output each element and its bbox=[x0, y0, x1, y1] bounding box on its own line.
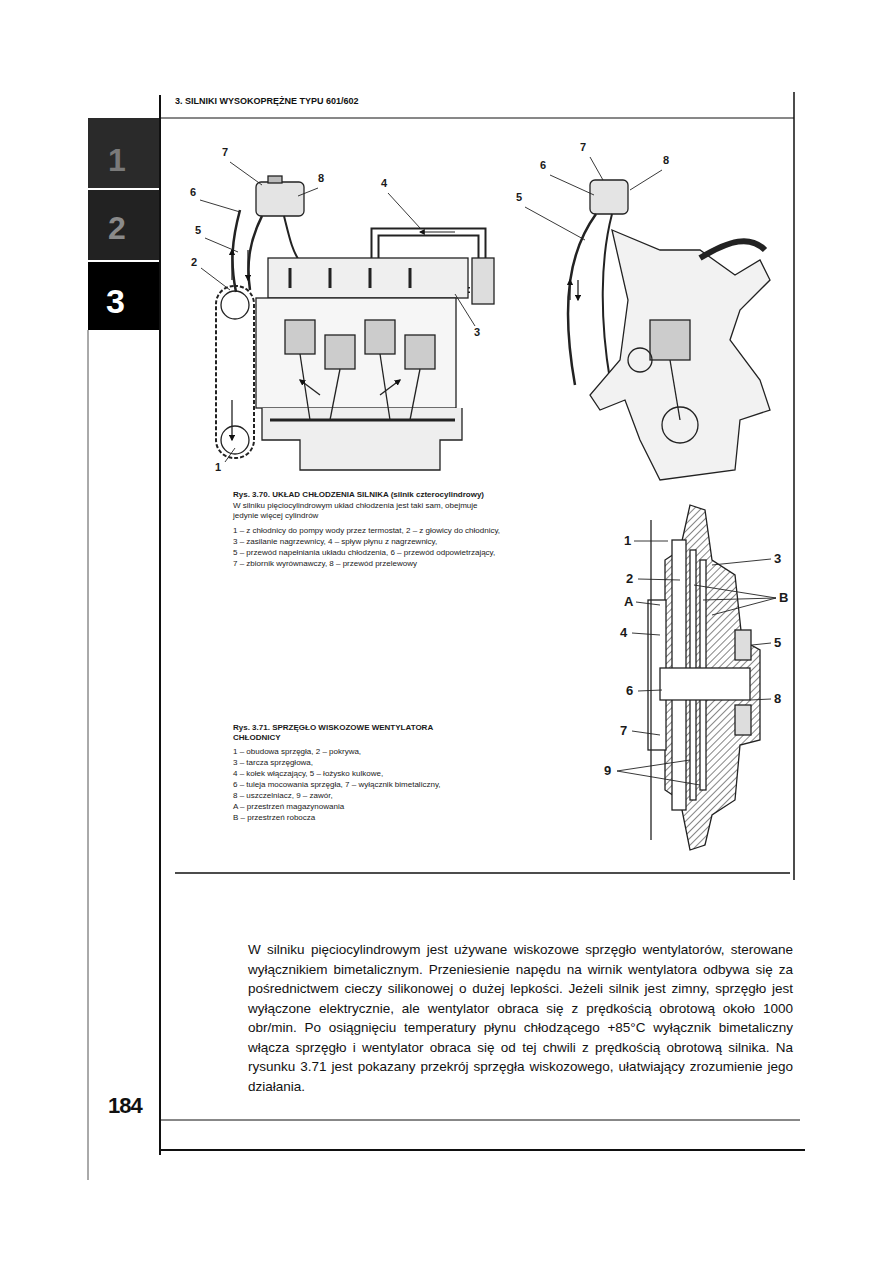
callout-number: 9 bbox=[604, 763, 611, 779]
figure-caption: 6 – tuleja mocowania sprzęgła, 7 – wyłąc… bbox=[233, 780, 441, 790]
leader-lines bbox=[617, 541, 776, 785]
callout-number: 3 bbox=[474, 326, 480, 340]
callout-number: 1 bbox=[624, 533, 631, 549]
callout-number: 3 bbox=[774, 551, 781, 567]
figure-caption: W silniku pięciocylindrowym układ chłodz… bbox=[233, 501, 483, 521]
callout-number: B bbox=[779, 590, 788, 606]
figure-caption: 5 – przewód napełniania układu chłodzeni… bbox=[233, 548, 495, 558]
callout-number: 1 bbox=[215, 461, 221, 475]
engine-cross-section-drawing bbox=[568, 180, 770, 480]
figure-caption: 1 – obudowa sprzęgła, 2 – pokrywa, bbox=[233, 747, 361, 757]
frame-line bbox=[159, 95, 161, 1155]
figure-caption: 3 – tarcza sprzęgłowa, bbox=[233, 758, 313, 768]
frame-line bbox=[175, 872, 790, 874]
body-paragraph: W silniku pięciocylindrowym jest używane… bbox=[248, 940, 793, 1097]
callout-number: 5 bbox=[195, 224, 201, 238]
frame-line bbox=[793, 92, 795, 880]
callout-number: 5 bbox=[774, 635, 781, 651]
chapter-tab-number: 2 bbox=[108, 208, 126, 248]
figure-caption: Rys. 3.71. SPRZĘGŁO WISKOZOWE WENTYLATOR… bbox=[233, 723, 443, 743]
leader-lines bbox=[525, 157, 662, 240]
leader-lines bbox=[200, 162, 475, 462]
frame-line bbox=[160, 1120, 800, 1121]
chapter-tab bbox=[88, 118, 160, 188]
chapter-tab bbox=[88, 262, 160, 330]
callout-number: 8 bbox=[774, 691, 781, 707]
callout-number: 4 bbox=[620, 625, 627, 641]
page-number: 184 bbox=[108, 1092, 142, 1120]
callout-number: 8 bbox=[318, 172, 324, 186]
frame-line bbox=[160, 1149, 805, 1151]
chapter-tab bbox=[88, 190, 160, 260]
callout-number: 7 bbox=[580, 141, 586, 155]
callout-number: 2 bbox=[191, 256, 197, 270]
callout-number: 2 bbox=[626, 571, 633, 587]
figure-caption: B – przestrzeń robocza bbox=[233, 813, 315, 823]
chapter-tab-number: 1 bbox=[108, 140, 126, 180]
running-header: 3. SILNIKI WYSOKOPRĘŻNE TYPU 601/602 bbox=[175, 96, 359, 107]
figure-caption: 7 – zbiornik wyrównawczy, 8 – przewód pr… bbox=[233, 559, 417, 569]
figure-caption: Rys. 3.70. UKŁAD CHŁODZENIA SILNIKA (sil… bbox=[233, 490, 484, 500]
viscous-coupling-drawing bbox=[648, 505, 760, 850]
figure-caption: A – przestrzeń magazynowania bbox=[233, 802, 344, 812]
callout-number: 6 bbox=[190, 186, 196, 200]
frame-line bbox=[160, 118, 794, 119]
figure-caption: 4 – kołek włączający, 5 – łożysko kulkow… bbox=[233, 769, 383, 779]
frame-line bbox=[88, 330, 89, 1180]
engine-section-drawing bbox=[216, 176, 494, 470]
figure-caption: 8 – uszczelniacz, 9 – zawór, bbox=[233, 791, 333, 801]
callout-number: A bbox=[624, 594, 633, 610]
callout-number: 7 bbox=[222, 146, 228, 160]
chapter-tab-number: 3 bbox=[106, 280, 125, 323]
callout-number: 7 bbox=[620, 723, 627, 739]
callout-number: 5 bbox=[516, 191, 522, 205]
figure-caption: 1 – z chłodnicy do pompy wody przez term… bbox=[233, 526, 500, 536]
callout-number: 6 bbox=[540, 159, 546, 173]
callout-number: 8 bbox=[663, 154, 669, 168]
callout-number: 4 bbox=[381, 177, 387, 191]
figure-caption: 3 – zasilanie nagrzewnicy, 4 – spływ pły… bbox=[233, 537, 437, 547]
callout-number: 6 bbox=[626, 683, 633, 699]
